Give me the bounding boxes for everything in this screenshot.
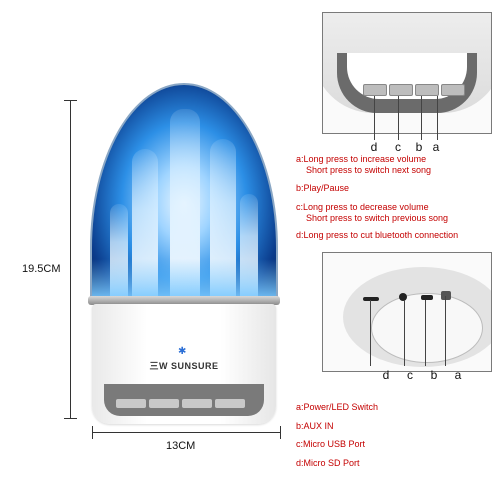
control-button (182, 399, 212, 408)
description-b: b:Play/Pause (296, 183, 350, 193)
closeup-button-b (415, 84, 439, 96)
speaker-water-dome (90, 83, 278, 301)
letter-c: c (407, 368, 413, 382)
bottom-letters: d c b a (374, 368, 470, 382)
height-label: 19.5CM (22, 263, 61, 275)
description-c: c:Long press to decrease volume Short pr… (296, 202, 449, 223)
control-button (149, 399, 179, 408)
description-a: a:Long press to increase volume Short pr… (296, 154, 432, 175)
bluetooth-icon: ✱ (178, 346, 187, 357)
leader-line-c (398, 96, 399, 140)
letter-d: d (382, 368, 390, 382)
letter-b: b (415, 140, 423, 154)
leader-line-b (425, 300, 426, 366)
power-led-switch (441, 291, 451, 300)
letter-b: b (430, 368, 438, 382)
description-usb: c:Micro USB Port (296, 439, 366, 449)
width-dimension-line (92, 432, 280, 433)
width-label: 13CM (166, 440, 196, 452)
letter-d: d (370, 140, 378, 154)
leader-line-a (445, 296, 446, 366)
height-dimension-line (70, 100, 71, 418)
micro-sd-port (363, 297, 379, 301)
description-sd: d:Micro SD Port (296, 458, 360, 468)
height-dimension-cap-top (64, 100, 77, 101)
height-dimension-cap-bottom (64, 418, 77, 419)
closeup-base-disc (371, 293, 483, 363)
top-letters: d c b a (362, 140, 444, 154)
control-buttons-closeup (322, 12, 492, 134)
led-glow (92, 259, 276, 299)
leader-line-d (374, 96, 375, 140)
speaker-control-buttons (116, 399, 245, 408)
closeup-button-d (363, 84, 387, 96)
leader-line-a (437, 96, 438, 140)
brand-logo: 三W SUNSURE (149, 361, 219, 371)
description-power: a:Power/LED Switch (296, 402, 379, 412)
description-d: d:Long press to cut bluetooth connection (296, 230, 459, 240)
speaker-chrome-rim (88, 296, 280, 305)
closeup-buttons (363, 84, 465, 96)
description-aux: b:AUX IN (296, 421, 334, 431)
closeup-button-c (389, 84, 413, 96)
aux-in-port (399, 293, 407, 301)
leader-line-b (421, 96, 422, 140)
letter-a: a (432, 140, 440, 154)
letter-a: a (454, 368, 462, 382)
width-dimension-cap-left (92, 426, 93, 439)
speaker-base: ✱ 三W SUNSURE (92, 304, 276, 424)
micro-usb-port (421, 295, 433, 300)
control-button (116, 399, 146, 408)
leader-line-c (404, 300, 405, 366)
leader-line-d (370, 300, 371, 366)
ports-closeup (322, 252, 492, 372)
width-dimension-cap-right (280, 426, 281, 439)
closeup-button-a (441, 84, 465, 96)
control-button (215, 399, 245, 408)
letter-c: c (395, 140, 401, 154)
